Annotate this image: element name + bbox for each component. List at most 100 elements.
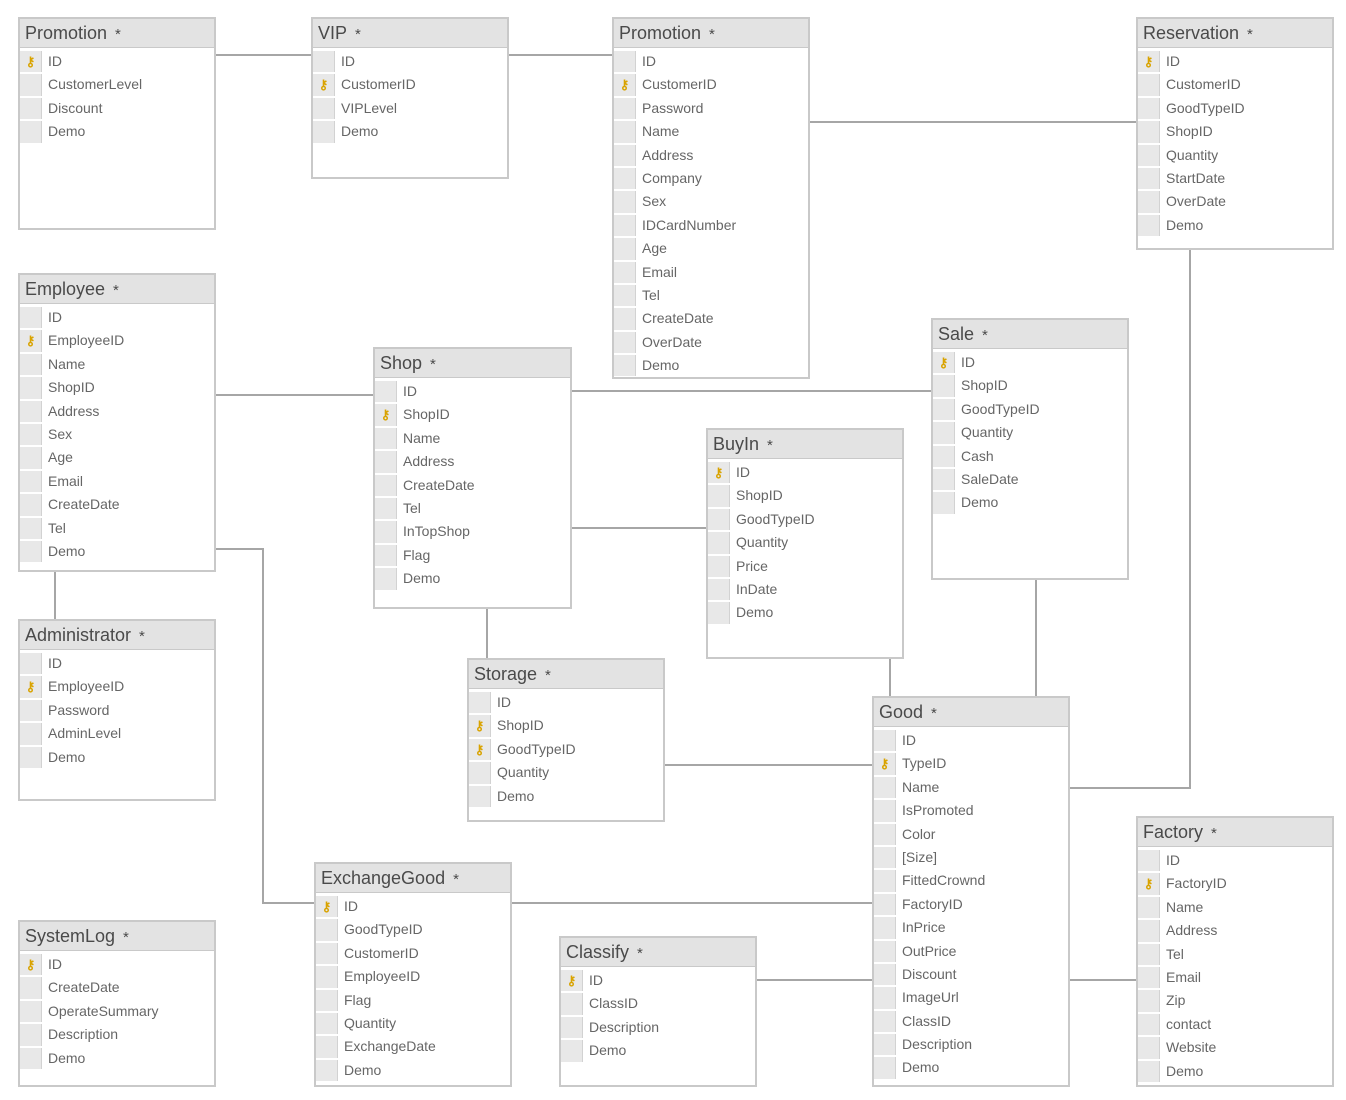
field-row[interactable]: Tel (614, 284, 808, 307)
row-selector[interactable] (375, 568, 397, 590)
row-selector[interactable] (614, 308, 636, 330)
table-header[interactable]: Shop* (375, 349, 570, 378)
row-selector[interactable] (20, 423, 42, 446)
row-selector[interactable] (561, 993, 583, 1015)
row-selector[interactable] (614, 97, 636, 120)
row-selector[interactable] (614, 167, 636, 190)
row-selector[interactable] (1138, 191, 1160, 213)
table-header[interactable]: SystemLog* (20, 922, 214, 951)
field-row[interactable]: ⚷TypeID (874, 752, 1068, 775)
row-selector[interactable] (874, 823, 896, 845)
field-row[interactable]: ID (313, 50, 507, 73)
field-row[interactable]: Description (20, 1023, 214, 1046)
field-row[interactable]: Quantity (316, 1012, 510, 1035)
row-selector[interactable] (614, 214, 636, 237)
field-row[interactable]: StartDate (1138, 167, 1332, 190)
field-row[interactable]: ID (614, 50, 808, 73)
field-row[interactable]: Flag (375, 544, 570, 567)
row-selector[interactable] (874, 800, 896, 822)
row-selector[interactable] (614, 191, 636, 213)
row-selector[interactable]: ⚷ (874, 753, 896, 775)
field-row[interactable]: Tel (375, 497, 570, 520)
row-selector[interactable] (1138, 97, 1160, 120)
field-row[interactable]: ⚷ID (708, 461, 902, 484)
table-header[interactable]: Promotion* (614, 19, 808, 48)
field-row[interactable]: OverDate (614, 331, 808, 354)
field-row[interactable]: ID (375, 380, 570, 403)
field-row[interactable]: CustomerID (316, 942, 510, 965)
row-selector[interactable] (20, 377, 42, 399)
field-row[interactable]: GoodTypeID (316, 918, 510, 941)
row-selector[interactable] (375, 521, 397, 543)
field-row[interactable]: Demo (20, 746, 214, 769)
field-row[interactable]: Address (20, 400, 214, 423)
field-row[interactable]: Quantity (469, 761, 663, 784)
table-header[interactable]: Promotion* (20, 19, 214, 48)
row-selector[interactable] (1138, 943, 1160, 965)
row-selector[interactable] (874, 917, 896, 939)
field-row[interactable]: ⚷ID (933, 351, 1127, 374)
row-selector[interactable] (614, 51, 636, 73)
field-row[interactable]: CreateDate (20, 976, 214, 999)
row-selector[interactable] (933, 422, 955, 444)
table-header[interactable]: Employee* (20, 275, 214, 304)
field-row[interactable]: Description (874, 1033, 1068, 1056)
row-selector[interactable] (20, 353, 42, 376)
field-row[interactable]: ⚷ID (20, 50, 214, 73)
field-row[interactable]: CreateDate (20, 493, 214, 516)
field-row[interactable]: ⚷ID (316, 895, 510, 918)
row-selector[interactable] (20, 517, 42, 539)
field-row[interactable]: ShopID (1138, 120, 1332, 143)
row-selector[interactable]: ⚷ (561, 970, 583, 992)
table-header[interactable]: Sale* (933, 320, 1127, 349)
field-row[interactable]: [Size] (874, 846, 1068, 869)
row-selector[interactable] (708, 578, 730, 601)
field-row[interactable]: Quantity (933, 421, 1127, 444)
row-selector[interactable]: ⚷ (20, 676, 42, 698)
row-selector[interactable] (708, 532, 730, 554)
row-selector[interactable] (1138, 1013, 1160, 1036)
field-row[interactable]: Demo (933, 491, 1127, 514)
row-selector[interactable]: ⚷ (20, 330, 42, 352)
row-selector[interactable] (469, 762, 491, 784)
field-row[interactable]: Discount (20, 97, 214, 120)
row-selector[interactable] (874, 987, 896, 1009)
row-selector[interactable]: ⚷ (469, 738, 491, 761)
row-selector[interactable] (614, 121, 636, 143)
field-row[interactable]: ClassID (561, 992, 755, 1015)
field-row[interactable]: Address (1138, 919, 1332, 942)
field-row[interactable]: ID (1138, 849, 1332, 872)
field-row[interactable]: Demo (1138, 214, 1332, 237)
row-selector[interactable]: ⚷ (313, 74, 335, 96)
field-row[interactable]: EmployeeID (316, 965, 510, 988)
field-row[interactable]: OverDate (1138, 190, 1332, 213)
row-selector[interactable] (561, 1016, 583, 1039)
row-selector[interactable] (1138, 214, 1160, 237)
field-row[interactable]: Zip (1138, 989, 1332, 1012)
field-row[interactable]: Quantity (1138, 144, 1332, 167)
row-selector[interactable]: ⚷ (20, 954, 42, 976)
field-row[interactable]: Description (561, 1016, 755, 1039)
row-selector[interactable] (20, 74, 42, 96)
row-selector[interactable] (20, 723, 42, 745)
table-header[interactable]: BuyIn* (708, 430, 902, 459)
row-selector[interactable] (874, 893, 896, 916)
field-row[interactable]: Demo (708, 601, 902, 624)
row-selector[interactable] (708, 508, 730, 531)
field-row[interactable]: ClassID (874, 1010, 1068, 1033)
row-selector[interactable] (1138, 990, 1160, 1012)
row-selector[interactable] (20, 1024, 42, 1046)
row-selector[interactable]: ⚷ (614, 74, 636, 96)
field-row[interactable]: ⚷CustomerID (614, 73, 808, 96)
field-row[interactable]: Demo (614, 354, 808, 377)
field-row[interactable]: Password (614, 97, 808, 120)
field-row[interactable]: Color (874, 823, 1068, 846)
field-row[interactable]: CreateDate (614, 307, 808, 330)
row-selector[interactable] (874, 846, 896, 869)
